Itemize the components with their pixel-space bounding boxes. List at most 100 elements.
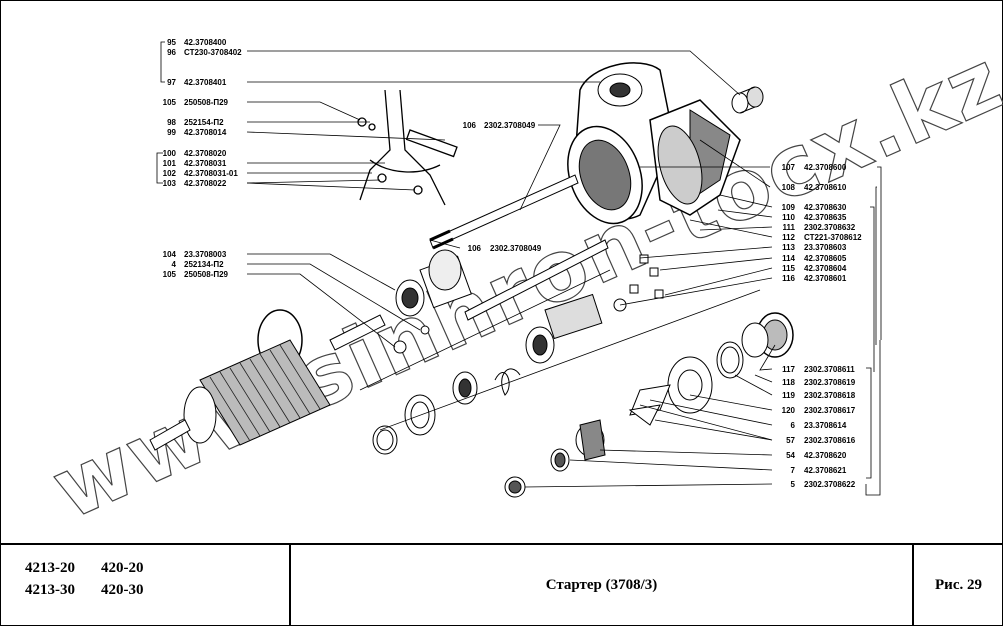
svg-text:23.3708603: 23.3708603 xyxy=(804,243,847,252)
callout: 54 42.3708620 xyxy=(786,451,847,460)
callout: 109 42.3708630 xyxy=(782,203,847,212)
svg-text:42.3708630: 42.3708630 xyxy=(804,203,847,212)
callout: 96 СТ230-3708402 xyxy=(167,48,242,57)
callout: 106 2302.3708049 xyxy=(463,121,536,130)
shift-lever xyxy=(357,89,458,206)
svg-text:42.3708621: 42.3708621 xyxy=(804,466,847,475)
svg-text:100: 100 xyxy=(163,149,177,158)
callout: 6 23.3708614 xyxy=(791,421,847,430)
svg-text:42.3708400: 42.3708400 xyxy=(184,38,227,47)
svg-text:5: 5 xyxy=(791,480,796,489)
svg-text:2302.3708049: 2302.3708049 xyxy=(484,121,536,130)
callout: 116 42.3708601 xyxy=(782,274,847,283)
svg-text:42.3708031: 42.3708031 xyxy=(184,159,227,168)
svg-text:2302.3708632: 2302.3708632 xyxy=(804,223,856,232)
middle-parts xyxy=(372,293,603,455)
svg-text:СТ230-3708402: СТ230-3708402 xyxy=(184,48,242,57)
svg-text:114: 114 xyxy=(782,254,795,263)
svg-text:42.3708022: 42.3708022 xyxy=(184,179,227,188)
callout: 105 250508-П29 xyxy=(163,270,229,279)
svg-text:42.3708020: 42.3708020 xyxy=(184,149,227,158)
svg-text:103: 103 xyxy=(163,179,177,188)
svg-text:97: 97 xyxy=(167,78,176,87)
svg-text:105: 105 xyxy=(163,270,177,279)
callout: 7 42.3708621 xyxy=(791,466,847,475)
callout: 102 42.3708031-01 xyxy=(163,169,239,178)
svg-text:23.3708614: 23.3708614 xyxy=(804,421,847,430)
svg-text:101: 101 xyxy=(163,159,177,168)
callout: 118 2302.3708619 xyxy=(782,378,856,387)
leader-lines xyxy=(246,50,776,488)
svg-text:102: 102 xyxy=(163,169,177,178)
svg-text:106: 106 xyxy=(463,121,477,130)
svg-text:42.3708401: 42.3708401 xyxy=(184,78,227,87)
svg-text:2302.3708622: 2302.3708622 xyxy=(804,480,856,489)
figure-number: Рис. 29 xyxy=(935,577,982,593)
svg-text:42.3708620: 42.3708620 xyxy=(804,451,847,460)
svg-text:42.3708610: 42.3708610 xyxy=(804,183,847,192)
svg-text:2302.3708619: 2302.3708619 xyxy=(804,378,856,387)
svg-text:54: 54 xyxy=(786,451,795,460)
svg-text:6: 6 xyxy=(791,421,796,430)
svg-text:95: 95 xyxy=(167,38,176,47)
svg-text:252134-П2: 252134-П2 xyxy=(184,260,224,269)
callout: 120 2302.3708617 xyxy=(782,406,856,415)
parts xyxy=(149,62,794,498)
svg-text:42.3708600: 42.3708600 xyxy=(804,163,847,172)
svg-text:42.3708031-01: 42.3708031-01 xyxy=(184,169,238,178)
drive-housing xyxy=(567,62,671,225)
callout: 95 42.3708400 xyxy=(167,38,227,47)
callout: 5 2302.3708622 xyxy=(791,480,856,489)
small-nuts xyxy=(613,254,664,312)
svg-text:109: 109 xyxy=(782,203,796,212)
callout: 97 42.3708401 xyxy=(167,78,227,87)
svg-text:2302.3708618: 2302.3708618 xyxy=(804,391,856,400)
svg-text:118: 118 xyxy=(782,378,795,387)
callout: 101 42.3708031 xyxy=(163,159,227,168)
svg-text:42.3708601: 42.3708601 xyxy=(804,274,847,283)
svg-text:2302.3708611: 2302.3708611 xyxy=(804,365,855,374)
svg-text:104: 104 xyxy=(163,250,177,259)
assembly-axes xyxy=(359,269,761,431)
left-brackets xyxy=(156,41,165,184)
svg-text:116: 116 xyxy=(782,274,795,283)
model-code: 4213-30 xyxy=(25,582,75,598)
bearing-plates xyxy=(628,312,794,426)
svg-text:112: 112 xyxy=(782,233,795,242)
svg-text:57: 57 xyxy=(786,436,795,445)
pinion-and-bushings xyxy=(504,419,606,498)
svg-text:23.3708003: 23.3708003 xyxy=(184,250,227,259)
svg-text:250508-П29: 250508-П29 xyxy=(184,270,229,279)
svg-text:4: 4 xyxy=(172,260,177,269)
svg-text:7: 7 xyxy=(791,466,796,475)
svg-text:120: 120 xyxy=(782,406,796,415)
svg-text:98: 98 xyxy=(167,118,176,127)
exploded-view-diagram: www.sinhron-tocx.kz xyxy=(38,30,1003,539)
svg-text:2302.3708617: 2302.3708617 xyxy=(804,406,856,415)
svg-text:96: 96 xyxy=(167,48,176,57)
svg-text:105: 105 xyxy=(163,98,177,107)
callout: 100 42.3708020 xyxy=(163,149,227,158)
svg-text:99: 99 xyxy=(167,128,176,137)
right-brackets xyxy=(865,166,882,496)
svg-text:42.3708014: 42.3708014 xyxy=(184,128,227,137)
callout: 103 42.3708022 xyxy=(163,179,227,188)
model-code: 420-20 xyxy=(101,560,144,576)
callout: 104 23.3708003 xyxy=(163,250,227,259)
drive-pinion-assembly xyxy=(395,249,472,317)
